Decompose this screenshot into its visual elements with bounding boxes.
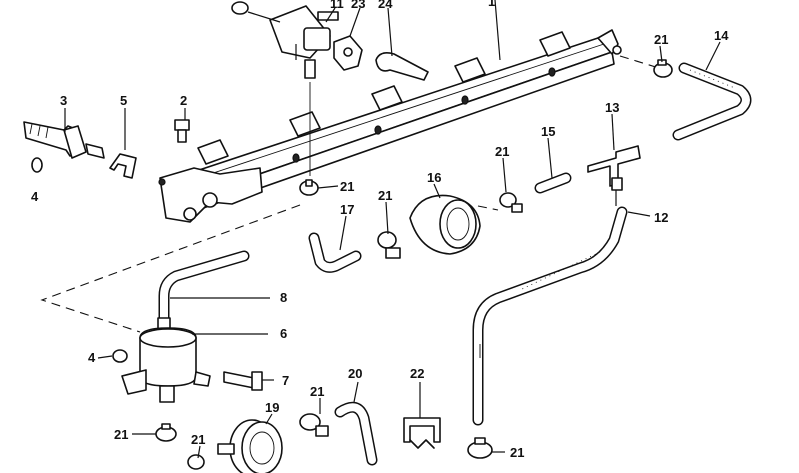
- hose-24: [375, 52, 429, 81]
- o-ring-4-upper: [31, 157, 43, 173]
- leader-dashed-left: [40, 204, 301, 333]
- label-1: 1: [488, 0, 495, 9]
- label-5: 5: [120, 93, 127, 108]
- label-15: 15: [541, 124, 555, 139]
- label-21-filter: 21: [114, 427, 128, 442]
- part-labels: 1 11 23 24 3 5 2 4 21 14 13 15 21 16 21 …: [31, 0, 729, 460]
- fuel-filter-6: [121, 317, 211, 403]
- label-14: 14: [714, 28, 729, 43]
- clamp-21-mid: [499, 192, 523, 213]
- hose-8: [158, 250, 250, 324]
- hose-15: [534, 172, 572, 194]
- label-21-left16: 21: [378, 188, 392, 203]
- t-piece-13: [587, 145, 641, 191]
- leader-lines: [64, 0, 721, 459]
- label-3: 3: [60, 93, 67, 108]
- label-21-rail: 21: [340, 179, 354, 194]
- o-ring-4-lower: [112, 349, 128, 363]
- label-12: 12: [654, 210, 668, 225]
- clamp-21-rail: [299, 179, 319, 196]
- clamp-21-bottom-right: [467, 437, 493, 459]
- label-6: 6: [280, 326, 287, 341]
- leader-dashed-16: [477, 205, 499, 211]
- pressure-regulator: [231, 1, 339, 79]
- injector-3: [23, 121, 105, 159]
- label-17: 17: [340, 202, 354, 217]
- clip-5: [109, 153, 137, 179]
- label-19: 19: [265, 400, 279, 415]
- hose-12: [472, 206, 628, 426]
- label-21-top: 21: [654, 32, 668, 47]
- hose-14: [672, 62, 752, 141]
- clamp-21-top: [653, 59, 673, 78]
- label-21-bottom-left: 21: [191, 432, 205, 447]
- hose-20: [334, 401, 378, 466]
- label-16: 16: [427, 170, 441, 185]
- label-24: 24: [378, 0, 393, 11]
- label-8: 8: [280, 290, 287, 305]
- label-2: 2: [180, 93, 187, 108]
- clamp-21-left16: [377, 231, 401, 259]
- label-22: 22: [410, 366, 424, 381]
- fuel-rail: [158, 29, 622, 223]
- label-23: 23: [351, 0, 365, 11]
- fitting-23: [333, 35, 363, 71]
- label-21-mid: 21: [495, 144, 509, 159]
- bolt-2: [174, 119, 190, 143]
- label-4-lower: 4: [88, 350, 96, 365]
- label-11: 11: [330, 0, 344, 11]
- label-21-bottom-right: 21: [510, 445, 524, 460]
- clamp-21-filter: [155, 423, 177, 442]
- clamp-21-bottom-left: [187, 454, 205, 470]
- bolt-7: [223, 371, 263, 391]
- label-21-near20: 21: [310, 384, 324, 399]
- damper-19: [217, 419, 283, 473]
- label-7: 7: [282, 373, 289, 388]
- hose-17: [308, 232, 362, 273]
- label-20: 20: [348, 366, 362, 381]
- clamp-21-near20: [299, 413, 329, 437]
- label-13: 13: [605, 100, 619, 115]
- damper-16: [409, 194, 481, 255]
- bracket-22: [403, 417, 441, 449]
- label-4-upper: 4: [31, 189, 39, 204]
